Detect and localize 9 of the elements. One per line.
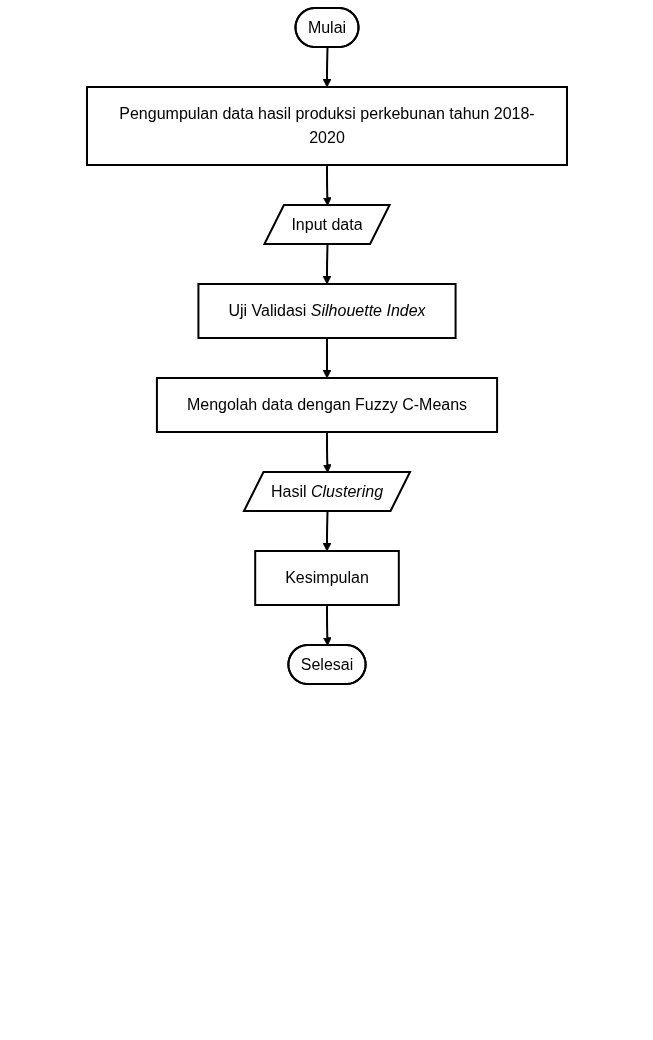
node-box: Kesimpulan [253,550,400,606]
node-box: Pengumpulan data hasil produksi perkebunan tahun 2018-2020 [85,86,568,166]
node-box: Mengolah data dengan Fuzzy C-Means [155,377,498,433]
arrow [322,604,332,646]
arrow [322,431,332,473]
arrow [322,337,331,379]
node-box: Uji Validasi Silhouette Index [196,283,457,339]
arrow [322,164,332,206]
arrow [322,46,331,88]
